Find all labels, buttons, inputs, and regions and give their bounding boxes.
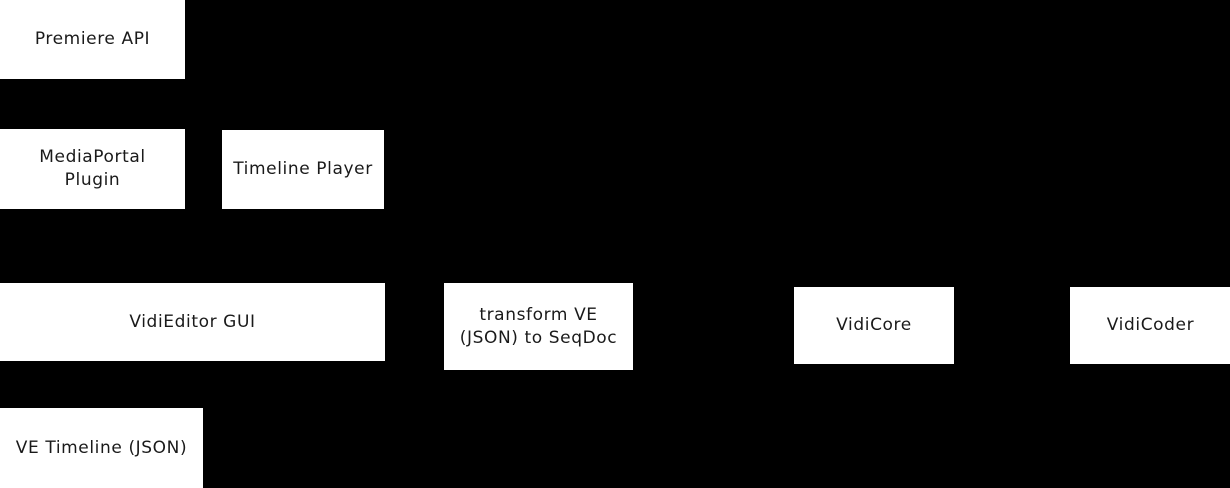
node-premiere-api[interactable]: Premiere API <box>0 0 185 79</box>
node-transform-ve[interactable]: transform VE (JSON) to SeqDoc <box>444 283 633 370</box>
node-label: VE Timeline (JSON) <box>15 438 188 459</box>
node-label: VidiEditor GUI <box>129 311 256 332</box>
node-label: Premiere API <box>34 29 151 50</box>
node-label: VidiCore <box>836 315 912 336</box>
node-vidicore[interactable]: VidiCore <box>794 287 954 364</box>
node-vidieditor-gui[interactable]: VidiEditor GUI <box>0 283 385 361</box>
node-label: VidiCoder <box>1106 315 1195 336</box>
node-label: transform VE (JSON) to SeqDoc <box>459 304 618 348</box>
node-timeline-player[interactable]: Timeline Player <box>222 130 384 209</box>
node-label: MediaPortal Plugin <box>39 147 146 190</box>
node-mediaportal-plugin[interactable]: MediaPortal Plugin <box>0 129 185 209</box>
node-label: Timeline Player <box>233 159 373 180</box>
node-ve-timeline-json[interactable]: VE Timeline (JSON) <box>0 408 203 488</box>
node-vidicoder[interactable]: VidiCoder <box>1070 287 1230 364</box>
